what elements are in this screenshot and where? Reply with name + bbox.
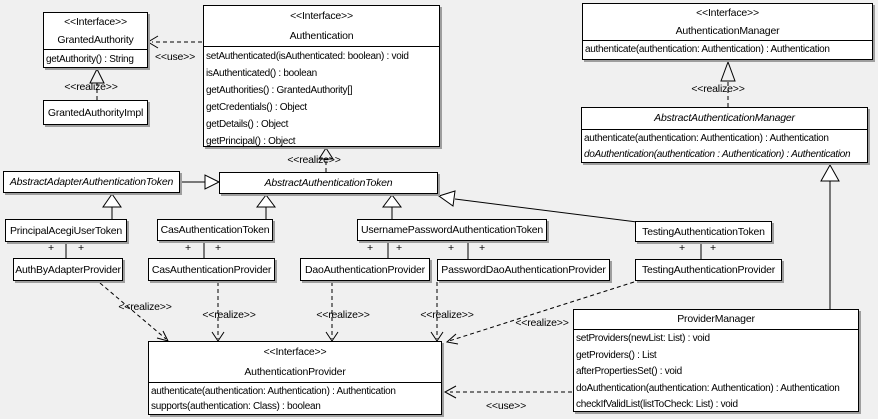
method-label: supports(authentication: Class) : boolea…	[151, 401, 321, 412]
stereotype-label: <<Interface>>	[290, 10, 353, 22]
class-name: AbstractAuthenticationManager	[654, 112, 795, 124]
realize-label: <<realize>>	[118, 301, 172, 313]
class-username-password-authentication-token: UsernamePasswordAuthenticationToken	[357, 219, 547, 241]
multiplicity-label: +	[679, 242, 685, 254]
realize-label: <<realize>>	[64, 81, 118, 93]
class-name: GrantedAuthorityImpl	[47, 106, 144, 119]
stereotype-label: <<Interface>>	[64, 16, 127, 28]
class-provider-manager: ProviderManager setProviders(newList: Li…	[573, 309, 859, 412]
multiplicity-label: +	[367, 242, 373, 254]
class-name: TestingAuthenticationToken	[642, 225, 765, 238]
generalization-abstractadaptertoken-to-abstracttoken	[181, 174, 221, 190]
method-label: isAuthenticated() : boolean	[206, 68, 317, 79]
class-authentication-provider: <<Interface>> AuthenticationProvider aut…	[148, 341, 442, 415]
class-name: AbstractAuthenticationToken	[264, 177, 393, 189]
use-label: <<use>>	[485, 400, 527, 412]
multiplicity-label: +	[78, 242, 84, 254]
method-label: authenticate(authentication: Authenticat…	[151, 386, 396, 397]
method-label: getProviders() : List	[576, 349, 657, 361]
class-name: PrincipalAcegiUserToken	[9, 224, 123, 237]
method-label: getPrincipal() : Object	[206, 136, 296, 147]
method-label: checkIfValidList(listToCheck: List) : vo…	[576, 399, 738, 410]
multiplicity-label: +	[215, 242, 221, 254]
realize-label: <<realize>>	[691, 83, 745, 95]
class-granted-authority: <<Interface>> GrantedAuthority getAuthor…	[43, 12, 148, 68]
multiplicity-label: +	[185, 242, 191, 254]
use-label: <<use>>	[154, 51, 196, 63]
class-name: AuthenticationProvider	[244, 366, 346, 378]
class-auth-by-adapter-provider: AuthByAdapterProvider	[13, 258, 123, 281]
method-label: authenticate(authentication: Authenticat…	[585, 44, 830, 55]
method-label: getDetails() : Object	[206, 119, 289, 130]
realize-label: <<realize>>	[287, 154, 341, 166]
generalization-providermanager-to-abstractauthenticationmanager	[820, 163, 840, 309]
class-name: CasAuthenticationToken	[160, 224, 270, 236]
class-name: GrantedAuthority	[57, 34, 134, 46]
class-name: AuthByAdapterProvider	[15, 263, 121, 276]
class-authentication-manager: <<Interface>> AuthenticationManager auth…	[582, 3, 873, 60]
multiplicity-label: +	[48, 242, 54, 254]
multiplicity-label: +	[448, 242, 454, 254]
multiplicity-label: +	[479, 242, 485, 254]
realize-label: <<realize>>	[515, 317, 569, 329]
method-label: getCredentials() : Object	[206, 102, 307, 113]
realize-label: <<realize>>	[202, 309, 256, 321]
realize-label: <<realize>>	[420, 309, 474, 321]
generalization-principalacegiusertoken	[102, 193, 122, 219]
class-name: DaoAuthenticationProvider	[305, 263, 425, 276]
multiplicity-label: +	[710, 242, 716, 254]
class-name: PasswordDaoAuthenticationProvider	[441, 264, 606, 276]
stereotype-label: <<Interface>>	[696, 7, 759, 19]
class-abstract-authentication-manager: AbstractAuthenticationManager authentica…	[581, 107, 868, 163]
class-authentication: <<Interface>> Authentication setAuthenti…	[203, 5, 440, 147]
class-principal-acegi-user-token: PrincipalAcegiUserToken	[5, 219, 127, 242]
class-testing-authentication-provider: TestingAuthenticationProvider	[635, 259, 782, 281]
class-name: UsernamePasswordAuthenticationToken	[360, 224, 544, 236]
class-name: CasAuthenticationProvider	[151, 263, 272, 276]
class-password-dao-authentication-provider: PasswordDaoAuthenticationProvider	[437, 259, 610, 281]
generalization-casauthenticationtoken	[256, 194, 276, 219]
realize-label: <<realize>>	[316, 309, 370, 321]
generalization-usernamepasswordtoken	[382, 194, 402, 221]
use-providermanager-to-authenticationprovider	[443, 385, 572, 399]
class-abstract-authentication-token: AbstractAuthenticationToken	[219, 172, 438, 194]
stereotype-label: <<Interface>>	[263, 346, 327, 358]
class-name: TestingAuthenticationProvider	[641, 264, 776, 276]
class-name: ProviderManager	[677, 313, 755, 325]
class-name: Authentication	[289, 30, 354, 42]
class-name: AuthenticationManager	[675, 25, 780, 37]
method-label: getAuthority() : String	[46, 54, 134, 65]
method-label: afterPropertiesSet() : void	[576, 366, 682, 377]
method-label: authenticate(authentication: Authenticat…	[584, 133, 829, 144]
class-dao-authentication-provider: DaoAuthenticationProvider	[300, 258, 430, 281]
class-granted-authority-impl: GrantedAuthorityImpl	[43, 100, 148, 125]
method-label: doAuthentication(authentication : Authen…	[584, 149, 851, 160]
class-abstract-adapter-authentication-token: AbstractAdapterAuthenticationToken	[3, 171, 180, 193]
multiplicity-label: +	[396, 242, 402, 254]
method-label: getAuthorities() : GrantedAuthority[]	[206, 85, 353, 96]
class-name: AbstractAdapterAuthenticationToken	[9, 176, 174, 188]
use-authentication-to-grantedauthority	[147, 35, 202, 49]
class-cas-authentication-token: CasAuthenticationToken	[157, 219, 273, 241]
class-cas-authentication-provider: CasAuthenticationProvider	[148, 258, 275, 281]
method-label: doAuthentication(authentication: Authent…	[576, 382, 840, 394]
generalization-testingauthenticationtoken	[437, 190, 638, 223]
class-testing-authentication-token: TestingAuthenticationToken	[635, 221, 772, 242]
method-label: setProviders(newList: List) : void	[576, 333, 710, 344]
method-label: setAuthenticated(isAuthenticated: boolea…	[206, 51, 409, 62]
